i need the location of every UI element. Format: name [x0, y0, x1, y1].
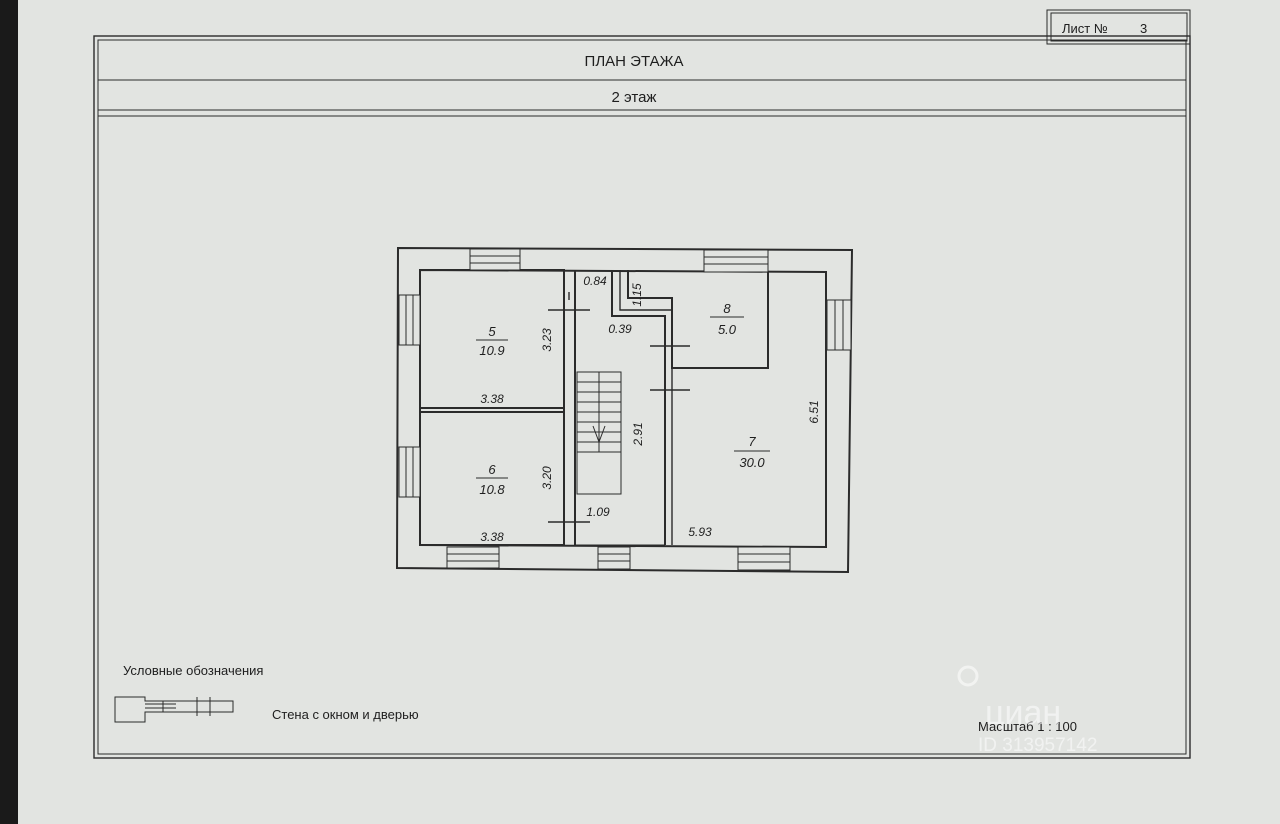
paper [18, 0, 1280, 824]
dim-room6-width: 3.38 [480, 530, 504, 544]
room-8-outline [627, 270, 769, 369]
dim-stair-width: 0.84 [583, 274, 607, 288]
sheet-number: 3 [1140, 21, 1147, 36]
svg-text:8: 8 [723, 301, 731, 316]
dim-room6-height: 3.20 [540, 466, 554, 490]
location-pin-icon [957, 665, 979, 687]
dim-stair-offset: 0.39 [608, 322, 632, 336]
room-6-label: 6 10.8 [476, 462, 508, 497]
svg-text:7: 7 [748, 434, 756, 449]
svg-text:10.8: 10.8 [479, 482, 505, 497]
door-markers [548, 292, 690, 523]
svg-text:10.9: 10.9 [479, 343, 504, 358]
drawing-frame [93, 35, 1191, 759]
room-5-label: 5 10.9 [476, 324, 508, 358]
room-8-label: 8 5.0 [710, 301, 744, 337]
svg-text:30.0: 30.0 [739, 455, 765, 470]
legend-wall-symbol [114, 696, 234, 723]
svg-text:5.0: 5.0 [718, 322, 737, 337]
watermark-brand: циан [985, 694, 1061, 732]
dim-room7-width: 5.93 [688, 525, 712, 539]
dim-room8-offset: 1.15 [630, 283, 644, 307]
outer-wall [395, 246, 854, 574]
dim-room5-width: 3.38 [480, 392, 504, 406]
room-7-label: 7 30.0 [734, 434, 770, 470]
floor-label: 2 этаж [612, 89, 657, 106]
sheet-label: Лист № [1062, 21, 1108, 36]
legend-item-label: Стена с окном и дверью [272, 707, 419, 722]
watermark: циан ID 313957142 [957, 665, 1097, 756]
dim-corridor-length: 2.91 [631, 422, 645, 446]
windows [398, 248, 852, 571]
svg-text:6: 6 [488, 462, 496, 477]
scale-label: Масштаб 1 : 100 [978, 719, 1077, 734]
dim-room5-height: 3.23 [540, 328, 554, 352]
svg-text:5: 5 [488, 324, 496, 339]
floor-plan: 5 10.9 6 10.8 7 30.0 8 5.0 3.38 3.38 0.8… [395, 246, 854, 574]
watermark-id: ID 313957142 [978, 735, 1097, 756]
stairs [576, 371, 622, 495]
legend-title: Условные обозначения [123, 663, 263, 678]
stair-partition [611, 270, 666, 545]
dim-room7-height: 6.51 [807, 400, 821, 423]
dim-corridor-width: 1.09 [586, 505, 610, 519]
page-title: ПЛАН ЭТАЖА [585, 53, 684, 70]
